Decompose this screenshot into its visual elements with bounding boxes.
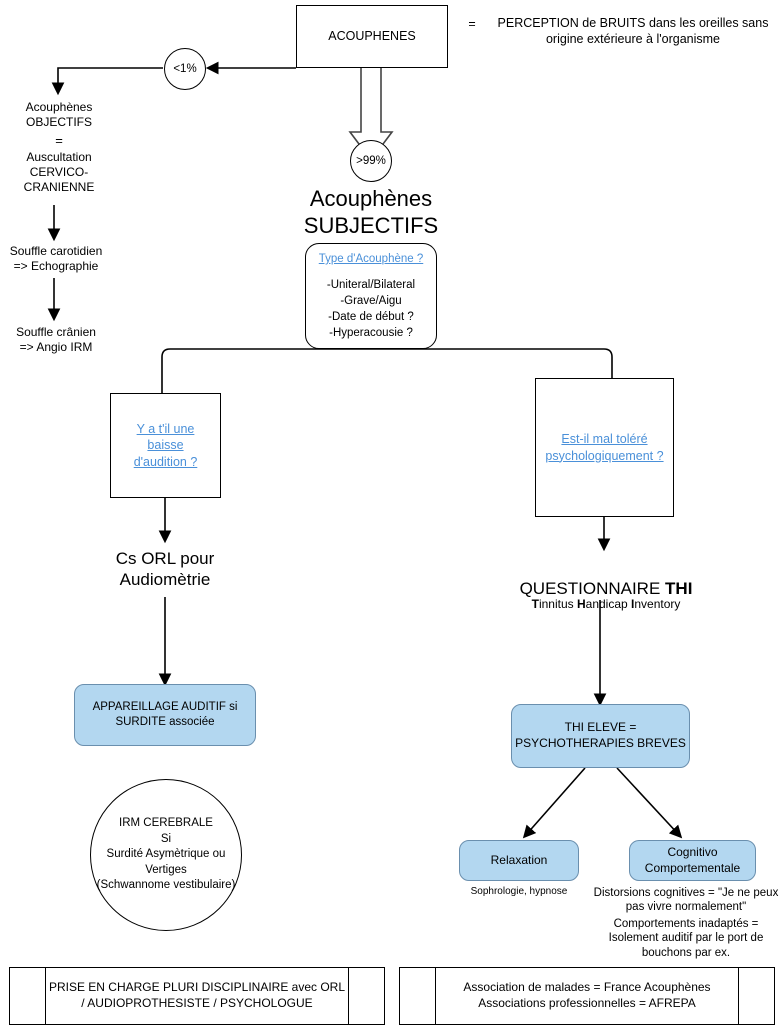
node-acouphenes-label: ACOUPHENES <box>328 29 416 44</box>
badge-more-than-99-percent: >99% <box>350 140 392 182</box>
node-type-acouphene-items: -Uniteral/Bilateral -Grave/Aigu -Date de… <box>326 278 416 339</box>
note-relaxation: Sophrologie, hypnose <box>470 886 568 897</box>
edge-1pct-to-objectifs <box>51 67 163 96</box>
node-irm-cerebrale[interactable]: IRM CEREBRALE Si Surdité Asymètrique ou … <box>90 779 242 931</box>
label-auscultation: Auscultation CERVICO- CRANIENNE <box>23 150 95 194</box>
note-comportements-inadaptes: Comportements inadaptés = Isolement audi… <box>608 918 764 959</box>
node-cognitivo-comportementale-label: Cognitivo Comportementale <box>644 844 741 875</box>
expansion-2-bold: I <box>631 597 635 611</box>
footer-right-spacer-cell <box>399 967 436 1025</box>
label-thi-expansion: Tinnitus Handicap Inventory <box>490 582 722 612</box>
node-thi-eleve[interactable]: THI ELEVE = PSYCHOTHERAPIES BREVES <box>511 704 690 768</box>
edge-thieleve-to-relaxation <box>522 767 586 839</box>
edge-typebox-to-right-branch <box>371 348 613 375</box>
expansion-1-bold: H <box>576 597 586 611</box>
heading-acouphenes-subjectifs-line1: Acouphènes <box>309 186 433 211</box>
footer-left-main-cell: PRISE EN CHARGE PLURI DISCIPLINAIRE avec… <box>44 967 350 1025</box>
node-relaxation-label: Relaxation <box>490 852 548 867</box>
label-questionnaire-thi: QUESTIONNAIRE THI <box>490 557 722 600</box>
footer-table-right: Association de malades = France Acouphèn… <box>399 967 775 1025</box>
node-thi-eleve-label: THI ELEVE = PSYCHOTHERAPIES BREVES <box>515 720 686 750</box>
node-baisse-audition-label[interactable]: Y a t'il une baisse d'audition ? <box>133 422 198 469</box>
node-mal-tolere[interactable]: Est-il mal toléré psychologiquement ? <box>535 378 674 517</box>
node-irm-cerebrale-label: IRM CEREBRALE Si Surdité Asymètrique ou … <box>96 817 236 892</box>
node-appareillage-auditif[interactable]: APPAREILLAGE AUDITIF si SURDITE associée <box>74 684 256 746</box>
edge-typebox-to-left-branch <box>161 348 371 383</box>
footer-left-spacer-cell <box>9 967 46 1025</box>
footer-left-spacer-cell-2 <box>348 967 385 1025</box>
node-appareillage-auditif-label: APPAREILLAGE AUDITIF si SURDITE associée <box>92 701 238 728</box>
footer-right-main-cell: Association de malades = France Acouphèn… <box>434 967 740 1025</box>
node-cognitivo-comportementale[interactable]: Cognitivo Comportementale <box>629 840 756 881</box>
expansion-0-rest: innitus <box>538 597 577 611</box>
node-mal-tolere-label[interactable]: Est-il mal toléré psychologiquement ? <box>545 432 664 463</box>
table-row: Association de malades = France Acouphèn… <box>399 967 775 1025</box>
expansion-1-rest: andicap <box>585 597 632 611</box>
label-cs-orl-audiometrie: Cs ORL pour Audiomètrie <box>115 549 215 590</box>
definition-equals: = <box>468 17 476 31</box>
node-relaxation[interactable]: Relaxation <box>459 840 579 881</box>
questionnaire-prefix: QUESTIONNAIRE <box>519 579 666 599</box>
footer-right-spacer-cell-2 <box>738 967 775 1025</box>
badge-99pct-label: >99% <box>356 154 386 167</box>
expansion-0-bold: T <box>531 597 539 611</box>
node-type-acouphene[interactable]: Type d'Acouphène ? -Uniteral/Bilateral -… <box>305 243 437 349</box>
definition-text: PERCEPTION de BRUITS dans les oreilles s… <box>497 16 769 46</box>
note-distorsions-cognitives: Distorsions cognitives = "Je ne peux pas… <box>593 887 779 914</box>
label-acouphenes-objectifs: Acouphènes OBJECTIFS <box>25 100 93 129</box>
expansion-2-rest: nventory <box>634 597 681 611</box>
table-row: PRISE EN CHARGE PLURI DISCIPLINAIRE avec… <box>9 967 385 1025</box>
badge-less-than-1-percent: <1% <box>164 48 206 90</box>
label-souffle-carotidien: Souffle carotidien => Echographie <box>9 244 103 273</box>
node-acouphenes[interactable]: ACOUPHENES <box>296 5 448 68</box>
edge-thieleve-to-cognitivo <box>616 767 683 839</box>
node-baisse-audition[interactable]: Y a t'il une baisse d'audition ? <box>110 393 221 498</box>
heading-acouphenes-subjectifs-line2: SUBJECTIFS <box>303 213 439 238</box>
badge-1pct-label: <1% <box>173 62 197 75</box>
node-type-acouphene-heading[interactable]: Type d'Acouphène ? <box>318 253 424 265</box>
label-objectifs-equals: = <box>55 133 63 148</box>
footer-table-left: PRISE EN CHARGE PLURI DISCIPLINAIRE avec… <box>9 967 385 1025</box>
questionnaire-acronym: THI <box>665 579 693 599</box>
label-souffle-cranien: Souffle crânien => Angio IRM <box>16 325 96 354</box>
